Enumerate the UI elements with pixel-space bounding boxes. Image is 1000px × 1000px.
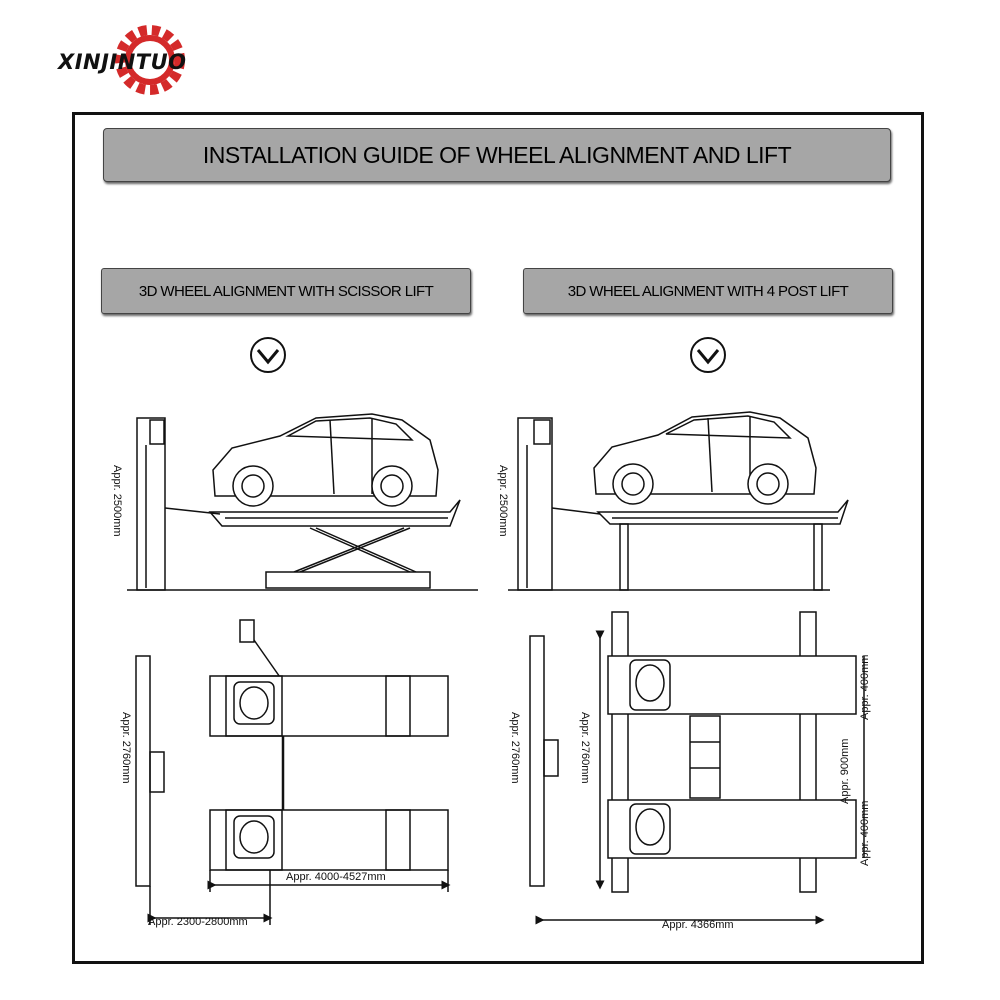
page-title: INSTALLATION GUIDE OF WHEEL ALIGNMENT AN… bbox=[103, 128, 891, 182]
panel-title-scissor: 3D WHEEL ALIGNMENT WITH SCISSOR LIFT bbox=[101, 268, 471, 314]
brand-name: XINJINTUO bbox=[58, 50, 187, 74]
brand-logo bbox=[115, 25, 185, 95]
car-icon bbox=[212, 413, 439, 507]
left-length-label: Appr. 4000-4527mm bbox=[286, 871, 386, 883]
four-post-lift-side-view bbox=[508, 411, 849, 591]
scissor-lift-side-view bbox=[127, 413, 478, 591]
panel-title-4post: 3D WHEEL ALIGNMENT WITH 4 POST LIFT bbox=[523, 268, 893, 314]
runway-top-label: Appr. 400mm bbox=[859, 655, 871, 720]
right-length-label: Appr. 4366mm bbox=[662, 919, 734, 931]
right-outer-width-label: Appr. 2760mm bbox=[509, 712, 521, 784]
car-icon bbox=[593, 411, 817, 505]
gear-icon bbox=[115, 25, 185, 95]
scissor-lift-top-view bbox=[135, 619, 451, 925]
four-post-lift-top-view bbox=[529, 611, 865, 925]
left-width-label: Appr. 2760mm bbox=[120, 712, 132, 784]
left-height-label: Appr. 2500mm bbox=[111, 465, 123, 537]
gap-label: Appr. 900mm bbox=[839, 739, 851, 804]
right-inner-width-label: Appr. 2760mm bbox=[579, 712, 591, 784]
runway-bottom-label: Appr. 400mm bbox=[859, 801, 871, 866]
chevron-down-circle-icon bbox=[690, 337, 726, 373]
right-height-label: Appr. 2500mm bbox=[497, 465, 509, 537]
chevron-down-circle-icon bbox=[250, 337, 286, 373]
left-distance-label: Appr. 2300-2800mm bbox=[148, 916, 248, 928]
